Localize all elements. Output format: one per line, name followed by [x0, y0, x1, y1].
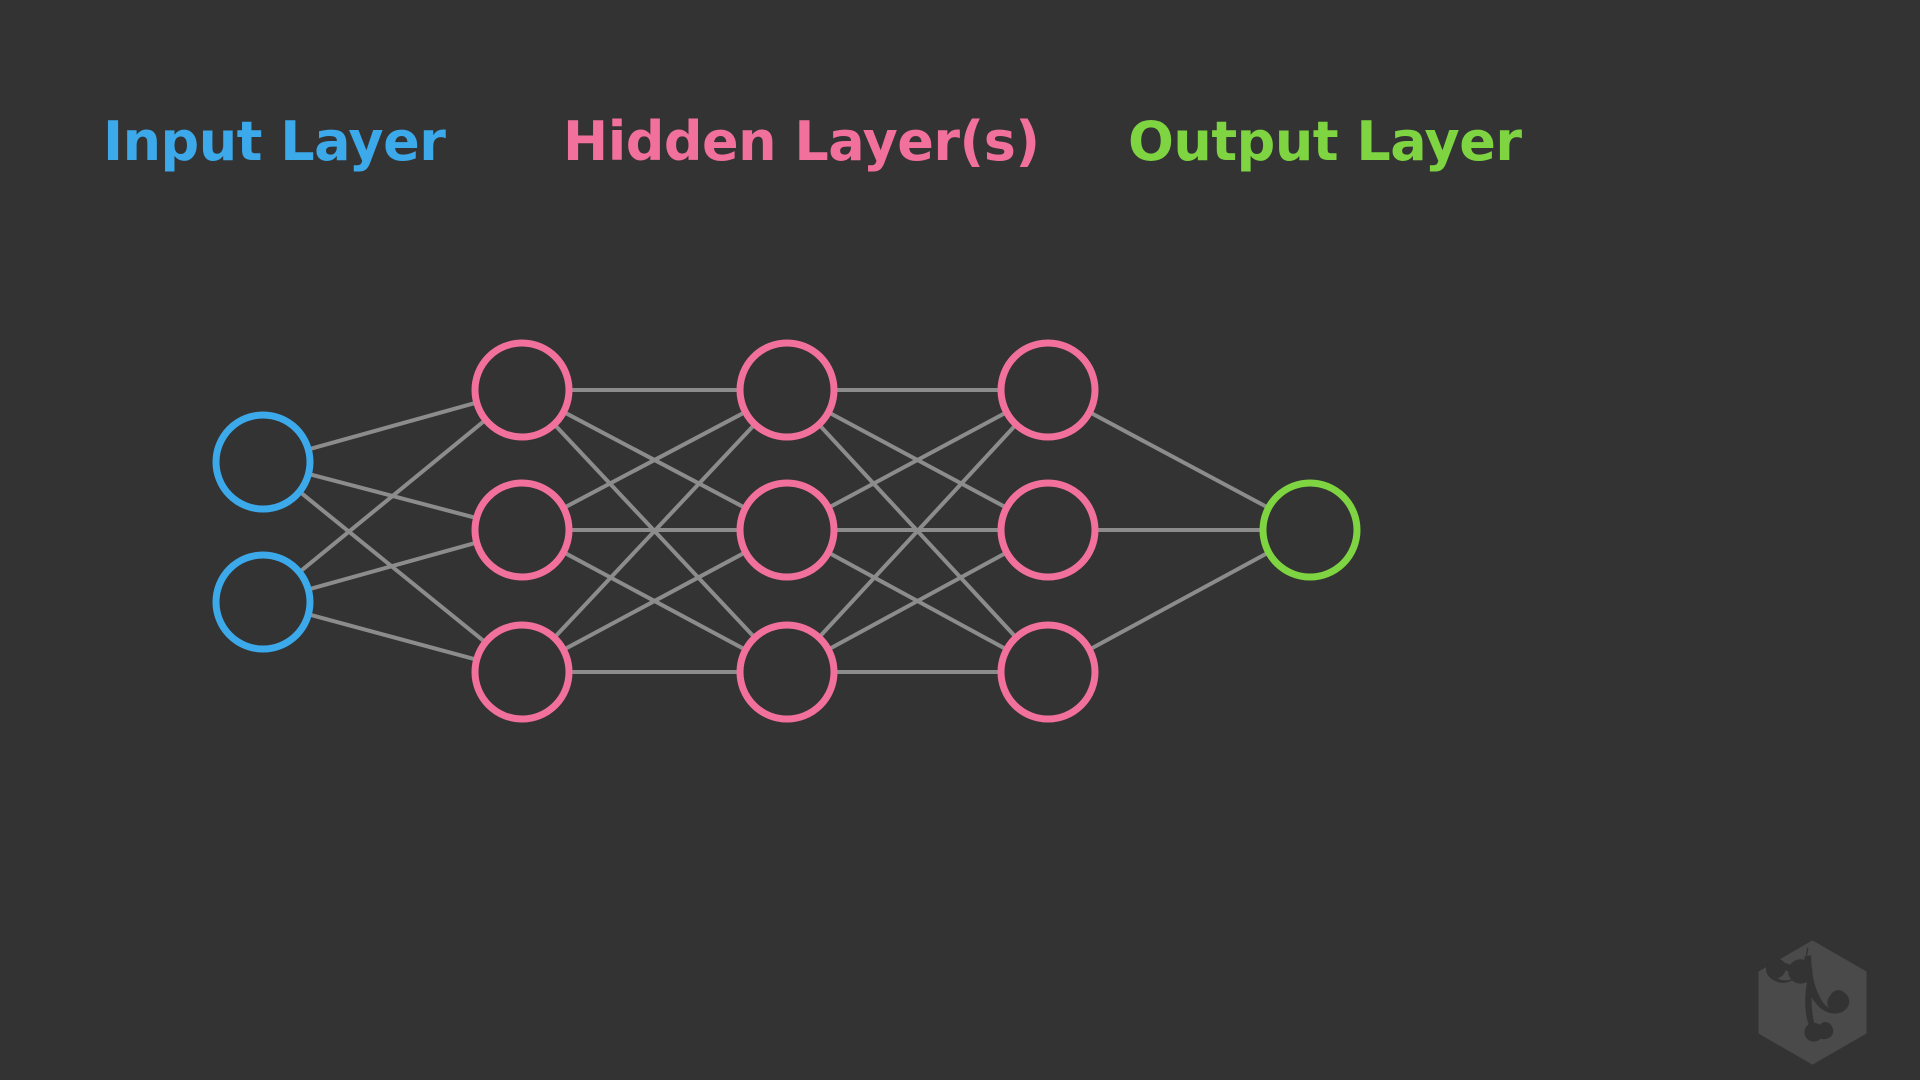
edge-input-1-to-hidden-1-0	[297, 417, 488, 575]
node-hidden-2-3[interactable]	[736, 621, 838, 723]
edge-input-1-to-hidden-1-1	[306, 540, 479, 592]
edge-input-0-to-hidden-1-0	[306, 400, 479, 452]
node-hidden-2-1[interactable]	[736, 339, 838, 441]
node-hidden-3-3[interactable]	[997, 621, 1099, 723]
edge-hidden-3-0-to-output-0	[1087, 410, 1271, 510]
edges-group	[297, 388, 1271, 674]
node-hidden-3-1[interactable]	[997, 339, 1099, 441]
edge-hidden-2-2-to-hidden-3-0	[816, 422, 1019, 640]
nodes-group	[212, 339, 1361, 723]
edge-hidden-1-2-to-hidden-2-1	[561, 550, 748, 652]
edge-hidden-2-2-to-hidden-3-1	[826, 550, 1009, 652]
node-hidden-1-3[interactable]	[471, 621, 573, 723]
node-input-1[interactable]	[212, 411, 314, 513]
edge-hidden-2-1-to-hidden-3-0	[826, 410, 1009, 510]
node-hidden-1-2[interactable]	[471, 479, 573, 581]
node-hidden-2-2[interactable]	[736, 479, 838, 581]
edge-hidden-1-1-to-hidden-2-0	[561, 409, 748, 511]
neuron-glyph	[1765, 944, 1850, 1042]
hexagon-shape	[1758, 940, 1867, 1065]
node-output-1[interactable]	[1259, 479, 1361, 581]
node-hidden-1-1[interactable]	[471, 339, 573, 441]
hexagon-neuron-logo-icon	[1758, 940, 1867, 1065]
edge-input-1-to-hidden-1-2	[306, 612, 479, 662]
node-input-2[interactable]	[212, 551, 314, 653]
node-hidden-3-2[interactable]	[997, 479, 1099, 581]
edge-hidden-1-2-to-hidden-2-0	[552, 422, 757, 640]
edge-hidden-3-2-to-output-0	[1087, 550, 1271, 652]
